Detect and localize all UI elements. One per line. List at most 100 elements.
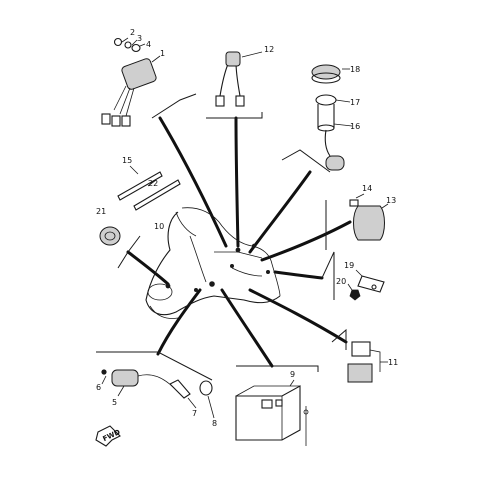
callout-12: 12 bbox=[264, 45, 274, 54]
leader-line bbox=[117, 385, 125, 397]
leader-line bbox=[101, 375, 107, 385]
horn-assembly bbox=[349, 193, 389, 241]
callout-19: 19 bbox=[344, 261, 354, 270]
callout-1: 1 bbox=[160, 49, 165, 58]
callout-16: 16 bbox=[350, 122, 360, 131]
callout-4: 4 bbox=[146, 40, 151, 49]
horn bbox=[353, 205, 385, 241]
tube-clip bbox=[303, 409, 309, 415]
regulator-assembly bbox=[347, 341, 388, 383]
callout-11: 11 bbox=[388, 358, 398, 367]
leader-line bbox=[187, 397, 197, 409]
float-arm bbox=[324, 129, 331, 157]
regulator-top bbox=[351, 341, 371, 357]
leader-line bbox=[131, 39, 138, 46]
cable-bands bbox=[117, 165, 181, 211]
cable-band bbox=[133, 179, 181, 211]
mount-point bbox=[193, 287, 198, 292]
front-fender-line bbox=[149, 305, 179, 319]
sender-flange bbox=[315, 94, 337, 106]
callout-numbers: 2 3 4 1 12 18 17 16 15 22 14 13 21 10 19… bbox=[96, 28, 398, 428]
ignition-coil-assembly bbox=[215, 51, 263, 107]
starter-assembly bbox=[101, 369, 215, 419]
bracket-part-16 bbox=[281, 149, 331, 173]
battery-terminal bbox=[261, 399, 273, 409]
frame-downtube bbox=[189, 235, 207, 283]
relay-wire bbox=[137, 374, 175, 389]
leader-line bbox=[335, 99, 351, 103]
cdi-wire bbox=[113, 85, 127, 111]
hv-lead bbox=[219, 63, 229, 97]
bolt-head bbox=[113, 37, 123, 47]
rubber-damper bbox=[131, 43, 141, 53]
bracket-part-9 bbox=[236, 365, 319, 372]
leader-line bbox=[151, 55, 161, 63]
mount-point bbox=[165, 283, 171, 289]
fwd-arrow-shape bbox=[95, 425, 121, 447]
callout-5: 5 bbox=[112, 398, 117, 407]
mount-point bbox=[229, 263, 234, 268]
front-wheel-hint bbox=[147, 283, 173, 301]
terminal bbox=[215, 95, 225, 107]
wire-to-part-5 bbox=[156, 288, 202, 356]
bracket-hole bbox=[371, 284, 377, 290]
wire-to-part-13 bbox=[260, 220, 352, 262]
relay-bracket-assembly bbox=[347, 269, 385, 301]
connector-plug bbox=[101, 113, 111, 125]
frame-floor-rail bbox=[214, 251, 263, 259]
mount-point bbox=[265, 269, 270, 274]
frame-rear-rail bbox=[231, 267, 263, 277]
leader-line bbox=[347, 283, 353, 291]
relay-bracket bbox=[357, 275, 385, 293]
grommet-hole bbox=[104, 231, 116, 241]
wire-to-part-16 bbox=[248, 170, 312, 254]
battery-assembly bbox=[235, 379, 309, 446]
screw bbox=[101, 369, 107, 375]
starter-relay bbox=[111, 369, 139, 387]
coil-head bbox=[225, 51, 241, 67]
battery-body bbox=[235, 385, 301, 441]
mount-point bbox=[235, 247, 241, 253]
callout-13: 13 bbox=[386, 196, 396, 205]
wire-to-part-19 bbox=[273, 270, 324, 280]
callout-6: 6 bbox=[96, 383, 101, 392]
leader-line bbox=[289, 379, 295, 387]
cable-boot bbox=[169, 379, 191, 399]
hv-lead bbox=[235, 61, 241, 97]
callout-2: 2 bbox=[130, 28, 135, 37]
battery-top bbox=[235, 385, 300, 397]
sender-body bbox=[317, 104, 335, 128]
callout-17: 17 bbox=[350, 98, 360, 107]
callout-8: 8 bbox=[212, 419, 217, 428]
leader-line bbox=[139, 43, 146, 47]
leader-line bbox=[355, 193, 365, 199]
leader-line bbox=[207, 395, 215, 419]
callout-3: 3 bbox=[137, 34, 142, 43]
cdi-unit bbox=[121, 58, 157, 90]
connector-lines bbox=[126, 116, 352, 368]
cable-tie bbox=[117, 171, 163, 201]
scooter-frame bbox=[145, 207, 281, 319]
group-brackets bbox=[96, 93, 347, 381]
leader-line bbox=[333, 123, 353, 127]
washer bbox=[124, 41, 132, 49]
leader-line bbox=[129, 165, 139, 175]
battery-terminal bbox=[275, 399, 283, 407]
leader-line bbox=[147, 179, 157, 187]
bracket-part-1 bbox=[151, 93, 197, 119]
cdi-wire bbox=[119, 87, 131, 115]
callout-15: 15 bbox=[122, 156, 132, 165]
cdi-wire bbox=[125, 87, 135, 117]
nut bbox=[349, 289, 361, 301]
regulator-body bbox=[347, 363, 373, 383]
sender-gasket bbox=[311, 64, 341, 80]
wire-to-part-11 bbox=[248, 288, 348, 344]
regulator-wire bbox=[369, 349, 381, 372]
fuel-sender-assembly bbox=[311, 64, 353, 171]
forward-direction-arrow: FWD bbox=[95, 425, 122, 447]
callout-22: 22 bbox=[148, 179, 158, 188]
terminal bbox=[235, 95, 245, 107]
mount-point bbox=[251, 243, 257, 249]
